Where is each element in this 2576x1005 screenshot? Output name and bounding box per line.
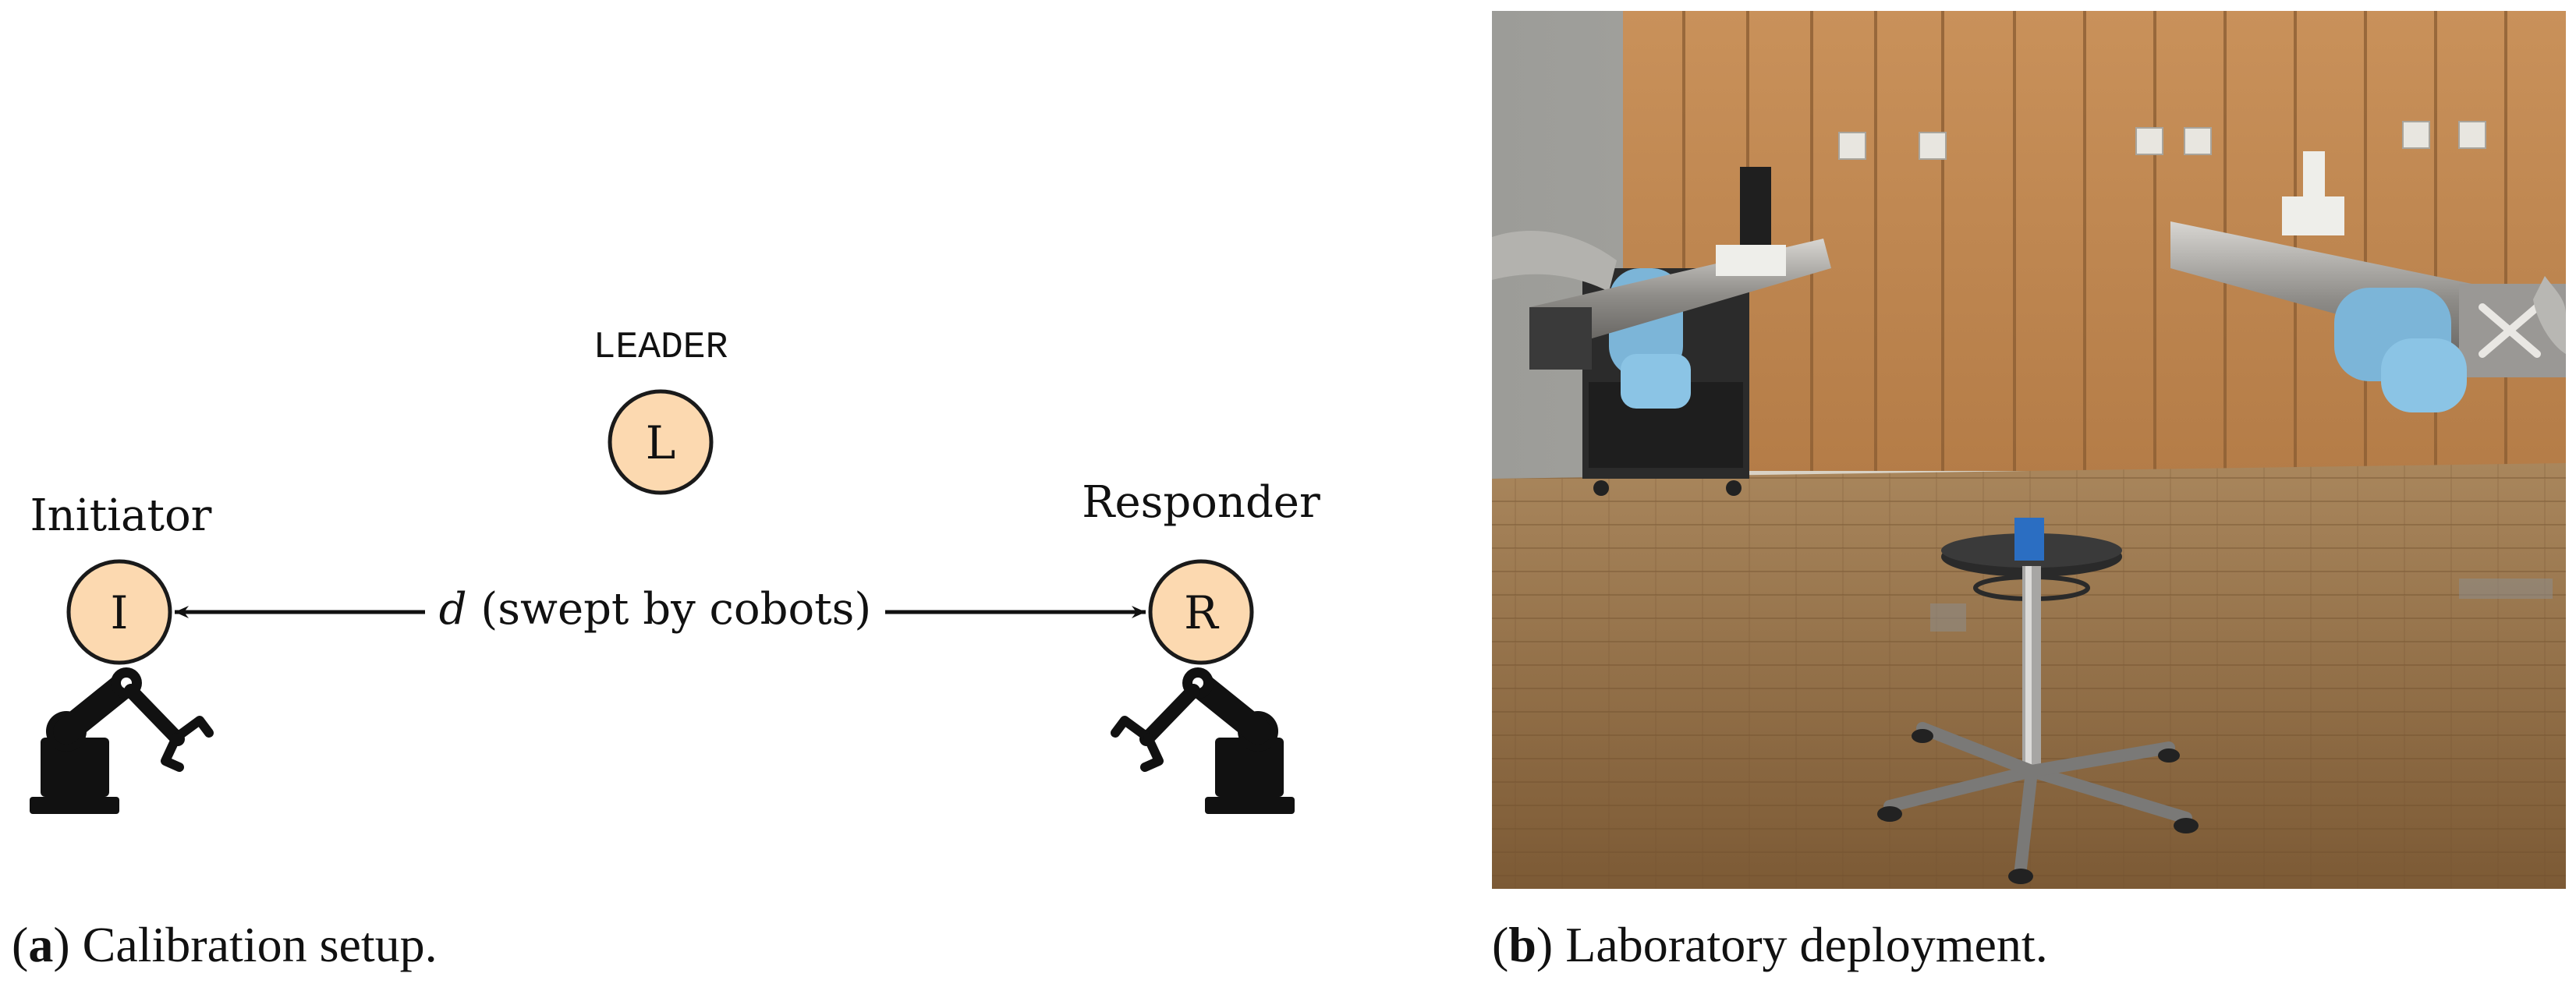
laboratory-photo — [1492, 11, 2566, 889]
caption-a: (a) Calibration setup. — [12, 917, 438, 972]
leader-node-letter: L — [646, 416, 676, 469]
responder-node-letter: R — [1184, 586, 1220, 639]
initiator-label: Initiator — [30, 490, 212, 541]
caption-a-text: Calibration setup. — [82, 917, 438, 972]
robot-arm-icon-initiator — [30, 667, 214, 814]
leader-node — [608, 389, 714, 495]
distance-text: (swept by cobots) — [480, 584, 871, 635]
distance-symbol: d — [439, 584, 467, 635]
caption-b: (b) Laboratory deployment. — [1492, 917, 2048, 972]
caption-b-tag: b — [1508, 917, 1536, 972]
caption-a-tag: a — [28, 917, 54, 972]
caption-b-text: Laboratory deployment. — [1565, 917, 2048, 972]
responder-node — [1148, 559, 1254, 665]
calibration-diagram: LEADER L Initiator I Responder R d (swep… — [30, 327, 1320, 814]
robot-arm-icon-responder — [1111, 667, 1295, 814]
initiator-node-letter: I — [111, 586, 129, 639]
distance-label: d (swept by cobots) — [439, 584, 872, 635]
initiator-node — [66, 559, 172, 665]
responder-label: Responder — [1082, 477, 1320, 528]
leader-label: LEADER — [594, 327, 728, 369]
